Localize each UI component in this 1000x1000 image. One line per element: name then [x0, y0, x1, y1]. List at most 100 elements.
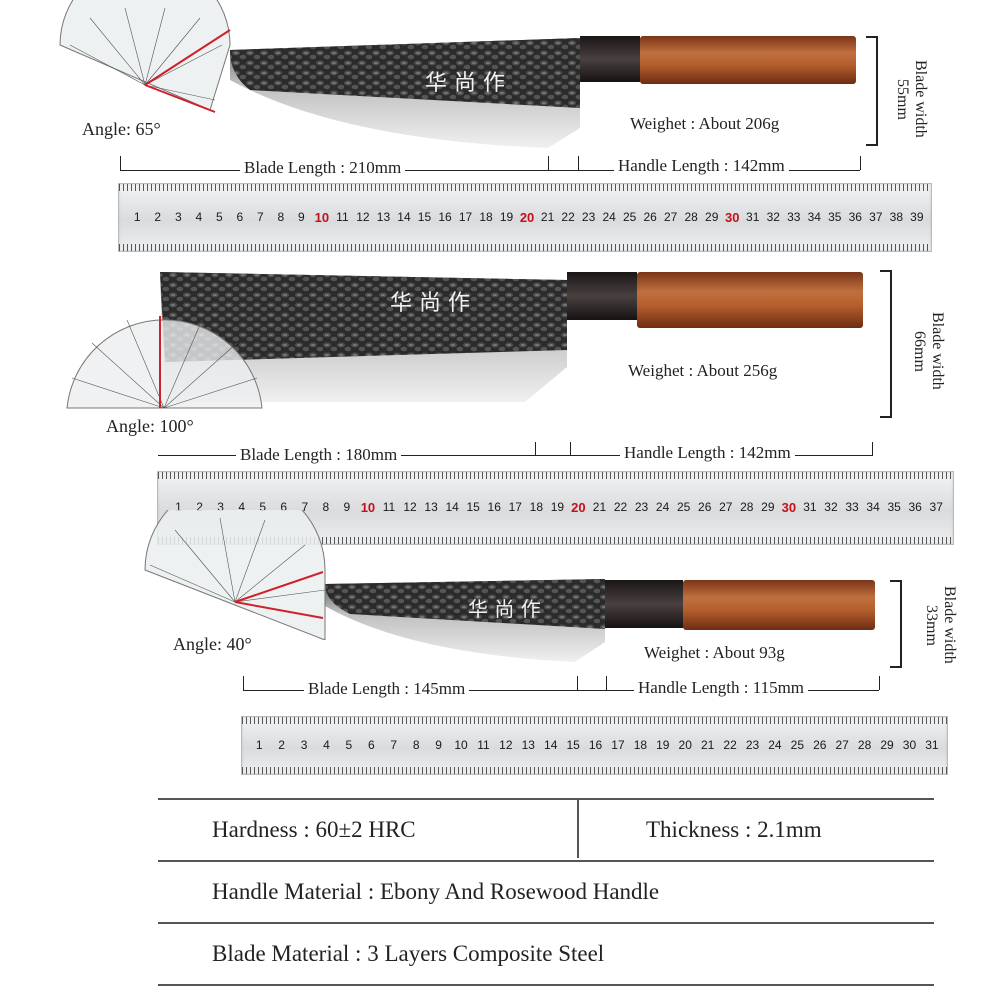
ruler-2-number: 14 — [445, 500, 459, 514]
ruler-3-number: 20 — [678, 738, 692, 752]
ruler-3-number: 28 — [857, 738, 872, 752]
ruler-1-number: 37 — [869, 210, 883, 224]
ruler-2-number: 23 — [634, 500, 649, 514]
knife-1-weight: Weighet : About 206g — [630, 114, 780, 133]
protractor-3-icon — [144, 510, 326, 640]
ruler-3-number: 19 — [656, 738, 670, 752]
ruler-1-number: 12 — [356, 210, 370, 224]
ruler-1-number: 39 — [910, 210, 924, 224]
ruler-1-number: 13 — [376, 210, 391, 224]
ruler-1-number: 3 — [174, 210, 182, 224]
knife-1-angle: Angle: 65° — [82, 119, 161, 139]
knife-1-image: 华 尚 作 — [230, 36, 856, 148]
ruler-1-number: 32 — [766, 210, 780, 224]
knife-2-dim-line — [158, 455, 872, 456]
knife-3-weight: Weighet : About 93g — [644, 643, 785, 662]
ruler-1-number: 15 — [417, 210, 432, 224]
ruler-2-number: 9 — [343, 500, 351, 514]
knife-3-logo: 华 尚 作 — [468, 597, 541, 621]
ruler-1-number: 19 — [499, 210, 514, 224]
ruler-2-number: 34 — [866, 500, 880, 514]
protractor-1-icon — [59, 0, 231, 113]
knife-3-width-bracket — [890, 580, 902, 668]
ruler-2-number: 19 — [550, 500, 565, 514]
ruler-2-number: 15 — [466, 500, 480, 514]
ruler-2-number: 20 — [571, 500, 586, 515]
knife-2-dim-tick — [535, 442, 536, 456]
knife-2-dim-tick — [872, 442, 873, 456]
ruler-3-number: 27 — [835, 738, 849, 752]
ruler-1-number: 14 — [397, 210, 411, 224]
ruler-2-number: 35 — [887, 500, 901, 514]
ruler-3-number: 16 — [588, 738, 603, 752]
ruler-3-number: 5 — [345, 738, 353, 752]
knife-3-dim-tick — [606, 676, 607, 690]
ruler-2-number: 5 — [259, 500, 267, 514]
ruler-3-number: 8 — [412, 738, 420, 752]
knife-1-dim-tick — [120, 156, 121, 170]
ruler-1-number: 35 — [828, 210, 842, 224]
specs-row: Handle Material : Ebony And Rosewood Han… — [158, 860, 934, 924]
ruler-2-number: 10 — [360, 500, 376, 515]
ruler-3-number: 4 — [323, 738, 330, 752]
knife-2-angle: Angle: 100° — [106, 416, 194, 436]
ruler-2-number: 4 — [238, 500, 245, 514]
knife-2-logo: 华 尚 作 — [390, 291, 470, 316]
ruler-2-number: 12 — [403, 500, 417, 514]
ruler-1-number: 25 — [622, 210, 637, 224]
ruler-3-number: 21 — [700, 738, 715, 752]
ruler-1-number: 11 — [336, 210, 349, 224]
ruler-2-number: 31 — [803, 500, 817, 514]
ruler-3-number: 22 — [723, 738, 737, 752]
ruler-2-number: 33 — [845, 500, 859, 514]
ruler-3-number: 18 — [633, 738, 648, 752]
specs-divider — [577, 800, 579, 858]
ruler-3-number: 10 — [454, 738, 468, 752]
ruler-1-number: 20 — [519, 210, 535, 225]
knife-3-handle-length: Handle Length : 115mm — [634, 678, 809, 698]
ruler-3-number: 1 — [255, 738, 263, 752]
knife-1-handle-length: Handle Length : 142mm — [614, 156, 789, 176]
ruler-3-number: 17 — [611, 738, 625, 752]
ruler-1-number: 23 — [581, 210, 596, 224]
ruler-2-number: 22 — [613, 500, 628, 514]
ruler-2-number: 21 — [592, 500, 607, 514]
ruler-1-number: 30 — [724, 210, 740, 225]
ruler-2-number: 16 — [487, 500, 501, 514]
knife-2-handle-length: Handle Length : 142mm — [620, 443, 795, 463]
ruler-1-number: 16 — [438, 210, 452, 224]
ruler-3-number: 12 — [499, 738, 513, 752]
ruler-1-number: 10 — [314, 210, 330, 225]
ruler-1-number: 18 — [479, 210, 493, 224]
specs-row: Blade Material : 3 Layers Composite Stee… — [158, 922, 934, 986]
ruler-3-number: 25 — [790, 738, 805, 752]
ruler-2-number: 8 — [322, 500, 330, 514]
ruler-1-number: 7 — [257, 210, 264, 224]
knife-3-dim-tick — [879, 676, 880, 690]
ruler-3-number: 9 — [435, 738, 442, 752]
ruler-2-number: 18 — [529, 500, 543, 514]
ruler-2-number: 28 — [740, 500, 754, 514]
ruler-2-number: 1 — [175, 500, 182, 514]
knife-3-dim-tick — [577, 676, 578, 690]
ruler-3-number: 26 — [813, 738, 827, 752]
ruler-2-number: 36 — [908, 500, 922, 514]
specs-table: Hardness : 60±2 HRC Thickness : 2.1mm Ha… — [158, 798, 934, 986]
ruler-1-number: 4 — [195, 210, 203, 224]
ruler-3-number: 15 — [566, 738, 580, 752]
ruler-1-number: 6 — [236, 210, 244, 224]
ruler-1-number: 22 — [561, 210, 575, 224]
knife-2-image: 华 尚 作 — [160, 272, 863, 402]
ruler-3-number: 23 — [745, 738, 760, 752]
ruler-1-number: 24 — [602, 210, 616, 224]
ruler-1-number: 27 — [663, 210, 678, 224]
ruler-1-number: 9 — [298, 210, 305, 224]
ruler-3-number: 7 — [390, 738, 398, 752]
ruler-2-number: 26 — [698, 500, 712, 514]
ruler-3-number: 24 — [768, 738, 782, 752]
ruler-2-number: 29 — [761, 500, 775, 514]
ruler-1-number: 33 — [787, 210, 801, 224]
knife-3-dim-tick — [243, 676, 244, 690]
